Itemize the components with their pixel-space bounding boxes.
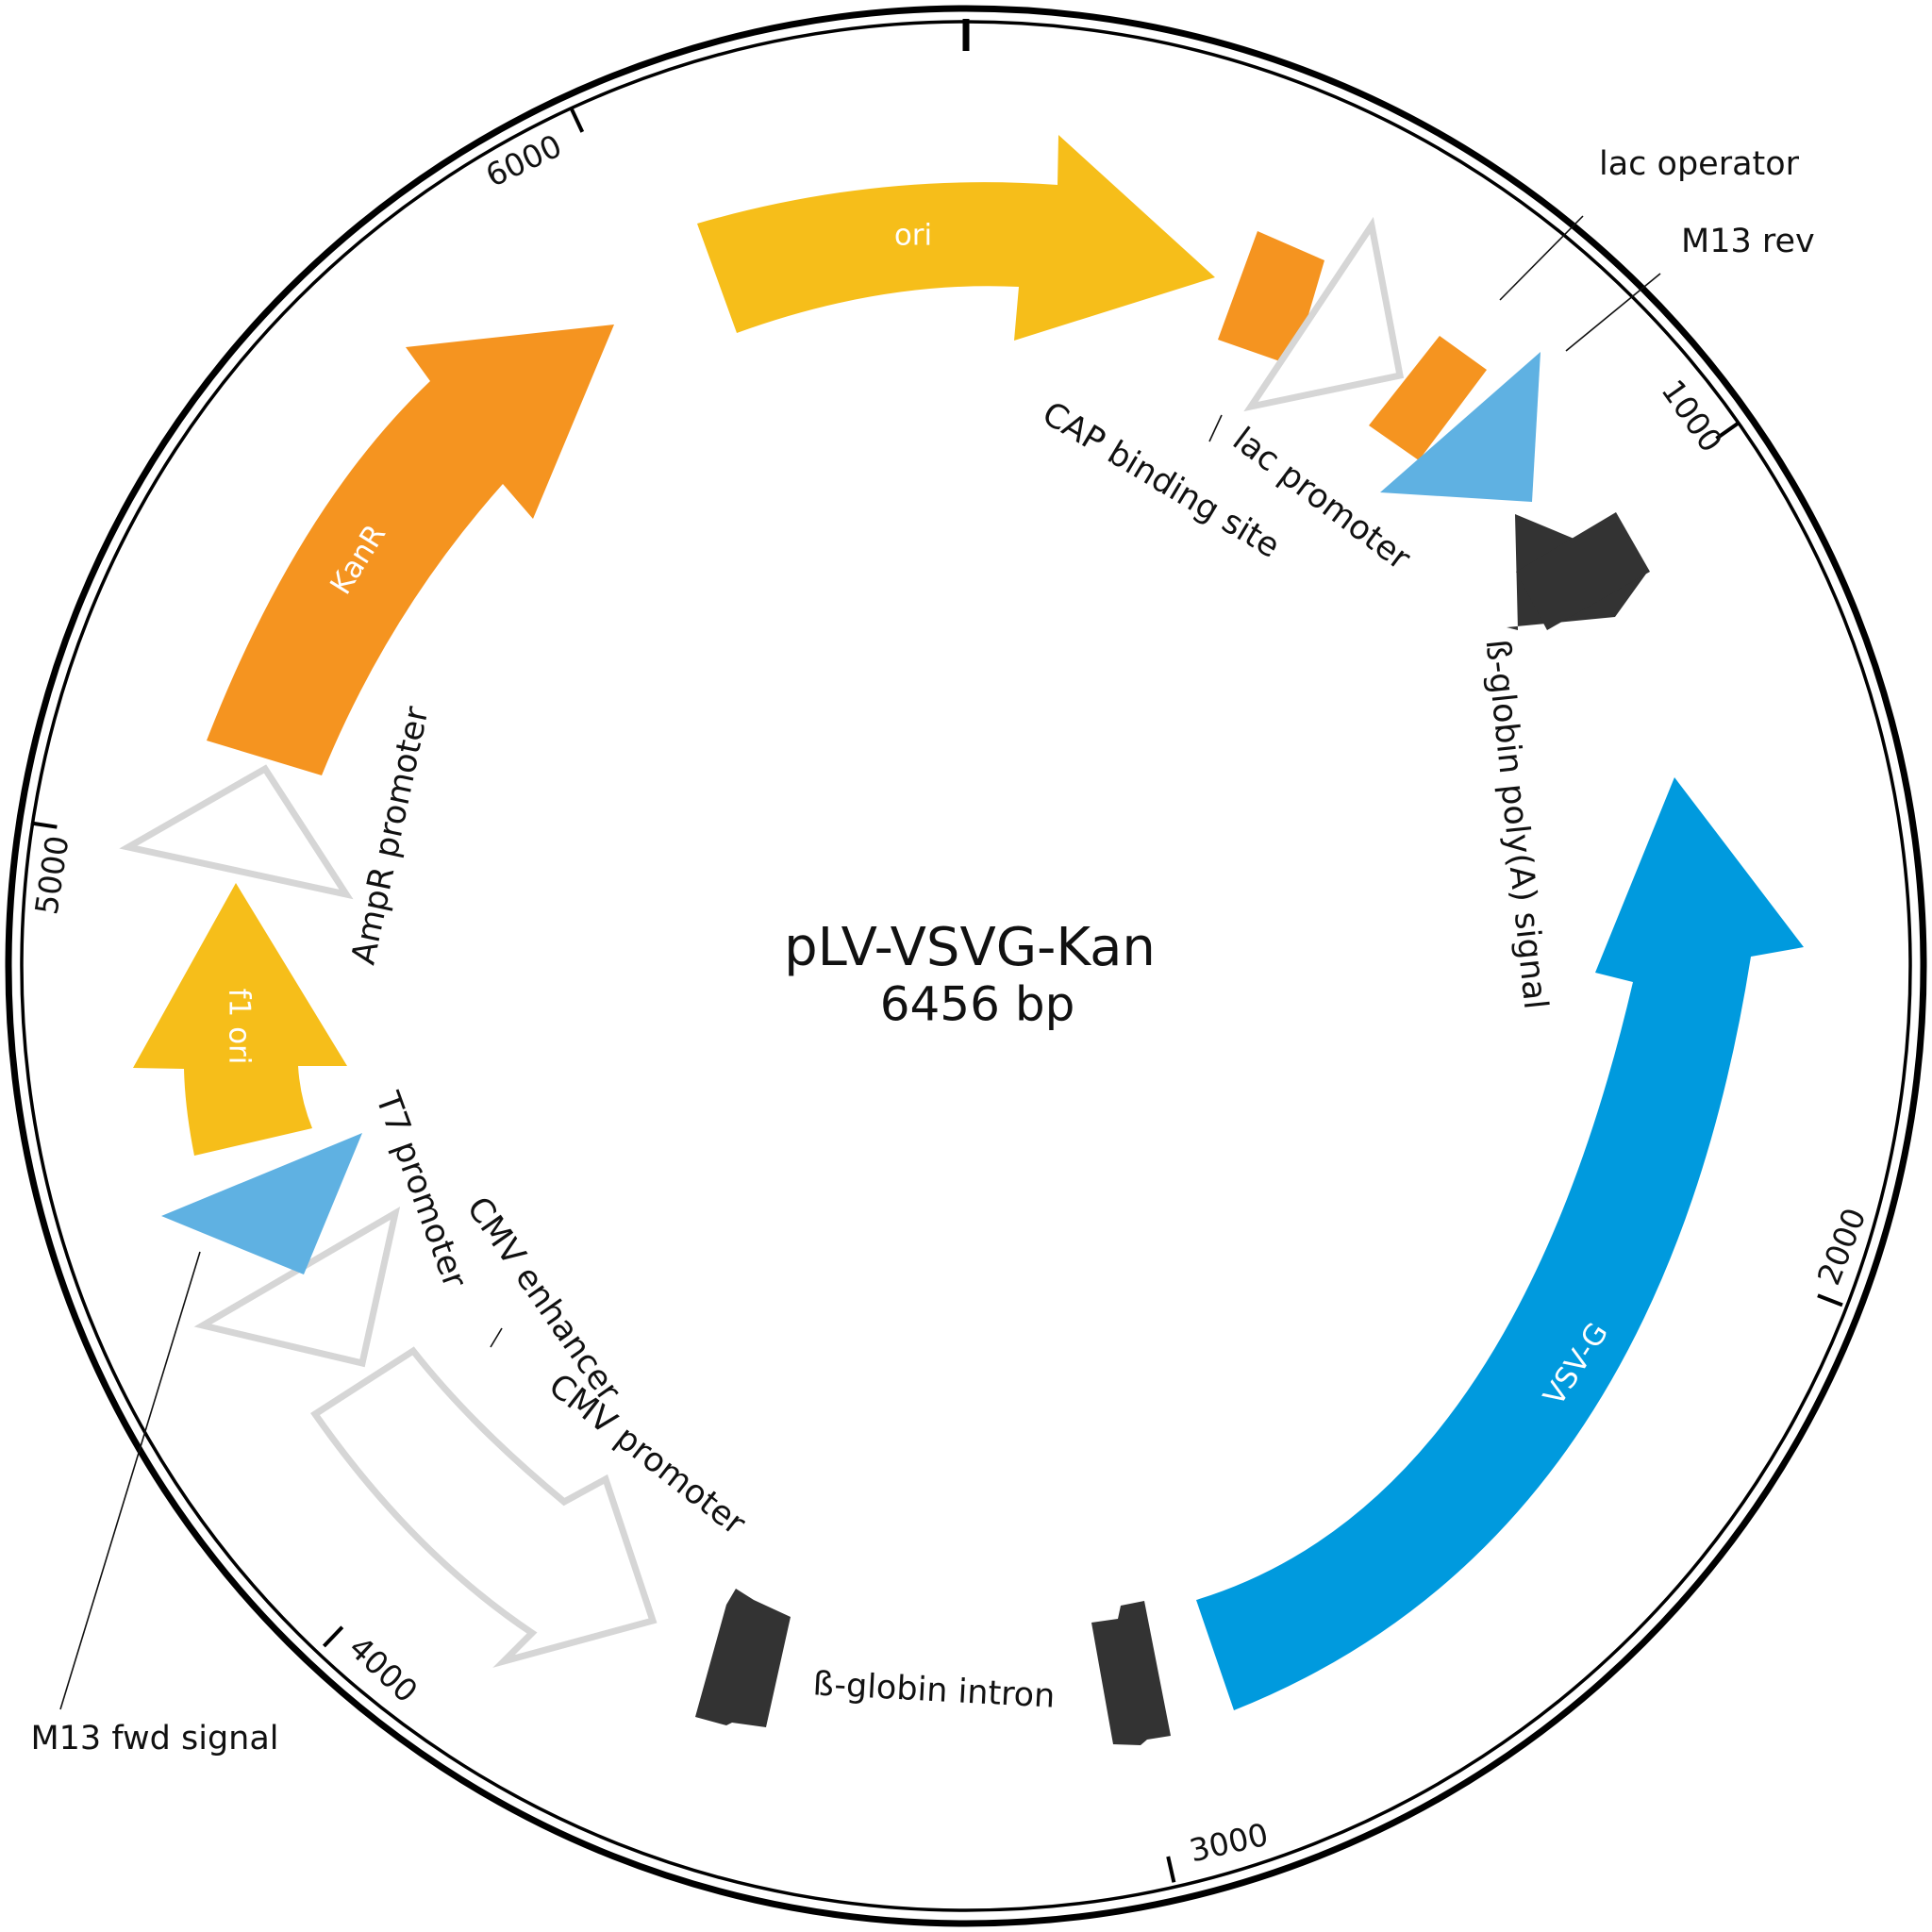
plasmid-size: 6456 bp: [880, 977, 1075, 1032]
ampr-promoter-label: AmpR promoter: [345, 703, 437, 968]
feature-beta-globin-polya: [1507, 512, 1650, 630]
ampr-promoter-arrow: [119, 764, 354, 900]
cmv-enhancer-label: CMV enhancer: [458, 1191, 627, 1409]
tick-label-5000: 5000: [27, 833, 75, 917]
plasmid-name: pLV-VSVG-Kan: [784, 917, 1156, 978]
feature-beta-globin-intron: ß-globin intron: [695, 1589, 1171, 1745]
m13-rev-label: M13 rev: [1681, 223, 1815, 260]
beta-globin-intron-label: ß-globin intron: [812, 1665, 1057, 1715]
feature-ori: ori: [697, 135, 1215, 341]
tick-mark-3000: [1166, 1856, 1176, 1883]
lac-promoter-arrow: [1243, 216, 1405, 412]
feature-ampr-promoter: [119, 764, 354, 900]
backbone-outer-ring: [5, 5, 1927, 1927]
tick-3000: 3000: [1166, 1816, 1272, 1883]
tick-mark-1000: [1715, 422, 1740, 441]
cmv-enhancer-promoter-arrow: [310, 1346, 658, 1668]
cmv-enhancer-leader: [490, 1327, 503, 1348]
tick-mark-4000: [322, 1625, 344, 1648]
feature-lac-promoter: [1243, 216, 1405, 412]
f1-ori-arrow: [133, 883, 347, 1156]
beta-globin-intron-block-left: [695, 1589, 791, 1727]
tick-mark-6000: [569, 107, 585, 133]
feature-cmv: [310, 1346, 658, 1668]
beta-globin-polya-label: ß-globin poly(A) signal: [1478, 638, 1555, 1011]
m13-rev-leader: [1565, 273, 1661, 352]
tick-6000: 6000: [480, 107, 585, 194]
m13-fwd-arrow: [161, 1133, 362, 1274]
feature-lac-operator: [1369, 336, 1487, 460]
tick-mark-2000: [1817, 1293, 1843, 1307]
tick-5000: 5000: [27, 821, 76, 917]
lac-operator-block: [1369, 336, 1487, 460]
m13-fwd-label: M13 fwd signal: [30, 1720, 278, 1757]
ori-arrow: [697, 135, 1215, 341]
tick-label-4000: 4000: [341, 1629, 425, 1710]
kanr-arrow: [207, 325, 614, 775]
lac-operator-leader: [1499, 215, 1584, 301]
lac-operator-label: lac operator: [1599, 145, 1800, 183]
cap-binding-site-leader: [1208, 414, 1223, 442]
feature-f1-ori: f1 ori: [133, 883, 347, 1156]
beta-globin-intron-block-right: [1091, 1601, 1171, 1745]
tick-4000: 4000: [322, 1625, 425, 1710]
tick-label-2000: 2000: [1810, 1203, 1874, 1290]
tick-label-3000: 3000: [1186, 1816, 1272, 1870]
m13-fwd-leader: [59, 1251, 201, 1710]
feature-m13-fwd: [161, 1133, 362, 1274]
ori-label: ori: [894, 219, 932, 253]
vsvg-arrow: [1196, 777, 1804, 1710]
tick-label-1000: 1000: [1654, 373, 1729, 458]
beta-globin-polya-block-body: [1516, 512, 1650, 630]
tick-mark-5000: [30, 821, 58, 829]
feature-kanr: KanR: [207, 325, 614, 775]
feature-m13-rev: [1380, 352, 1541, 502]
f1-ori-label: f1 ori: [223, 989, 257, 1065]
m13-rev-arrow: [1380, 352, 1541, 502]
